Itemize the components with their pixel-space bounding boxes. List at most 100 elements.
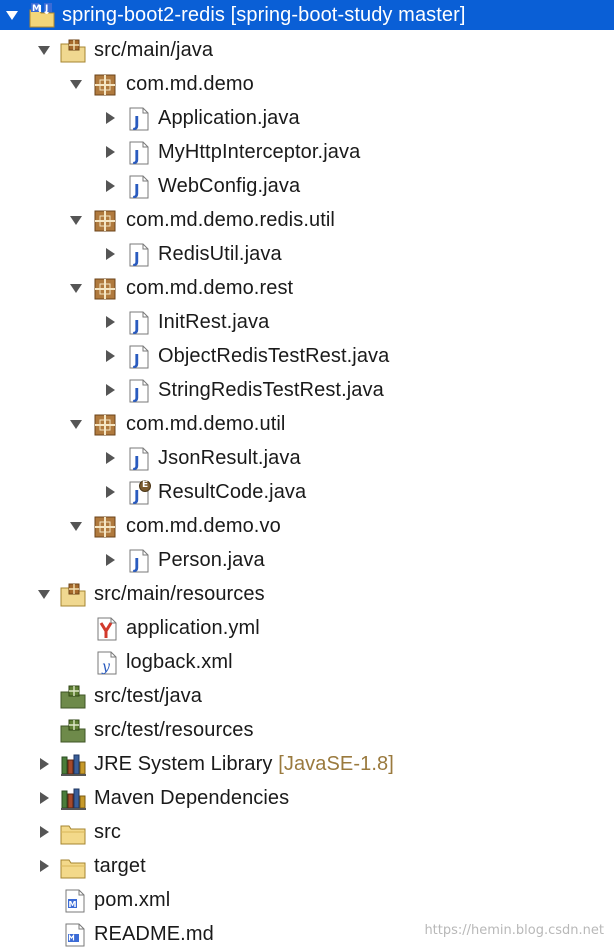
expanded-arrow-icon[interactable] xyxy=(68,212,84,228)
package-label: com.md.demo.rest xyxy=(126,277,294,299)
library-icon xyxy=(60,786,86,812)
file-label: MyHttpInterceptor.java xyxy=(158,141,361,163)
tree-row-package[interactable]: com.md.demo.rest xyxy=(0,271,614,305)
collapsed-arrow-icon[interactable] xyxy=(102,484,118,500)
svg-text:J: J xyxy=(133,487,140,505)
collapsed-arrow-icon[interactable] xyxy=(36,756,52,772)
svg-text:J: J xyxy=(133,147,140,165)
tree-row-readme-file[interactable]: README.md xyxy=(0,917,614,951)
svg-text:J: J xyxy=(133,385,140,403)
collapsed-arrow-icon[interactable] xyxy=(36,858,52,874)
tree-row-folder-target[interactable]: target xyxy=(0,849,614,883)
svg-text:J: J xyxy=(133,181,140,199)
enum-badge: E xyxy=(142,480,149,490)
collapsed-arrow-icon[interactable] xyxy=(102,348,118,364)
watermark-text: https://hemin.blog.csdn.net xyxy=(424,923,604,938)
test-source-folder-icon xyxy=(60,684,86,710)
java-file-icon: J xyxy=(126,344,152,370)
package-label: com.md.demo xyxy=(126,73,254,95)
jre-library-label: JRE System Library [JavaSE-1.8] xyxy=(94,751,394,777)
maven-dependencies-label: Maven Dependencies xyxy=(94,787,290,809)
src-test-resources-label: src/test/resources xyxy=(94,719,254,741)
tree-row-src-main-resources[interactable]: src/main/resources xyxy=(0,577,614,611)
file-label: InitRest.java xyxy=(158,311,270,333)
xml-file-icon: y xyxy=(94,650,120,676)
tree-row-maven-dependencies[interactable]: Maven Dependencies xyxy=(0,781,614,815)
tree-row-yaml-file[interactable]: application.yml xyxy=(0,611,614,645)
package-icon xyxy=(92,276,118,302)
package-icon xyxy=(92,514,118,540)
expanded-arrow-icon[interactable] xyxy=(68,76,84,92)
tree-row-src-main-java[interactable]: src/main/java xyxy=(0,33,614,67)
jre-version-decoration: [JavaSE-1.8] xyxy=(278,753,394,775)
package-icon xyxy=(92,208,118,234)
svg-text:J: J xyxy=(133,555,140,573)
tree-row-src-test-resources[interactable]: src/test/resources xyxy=(0,713,614,747)
tree-row-package[interactable]: com.md.demo.util xyxy=(0,407,614,441)
tree-row-java-file[interactable]: J Application.java xyxy=(0,101,614,135)
svg-text:J: J xyxy=(133,249,140,267)
expanded-arrow-icon[interactable] xyxy=(4,7,20,23)
collapsed-arrow-icon[interactable] xyxy=(102,144,118,160)
collapsed-arrow-icon[interactable] xyxy=(102,110,118,126)
file-label: JsonResult.java xyxy=(158,447,301,469)
svg-text:J: J xyxy=(44,4,48,14)
expanded-arrow-icon[interactable] xyxy=(36,586,52,602)
collapsed-arrow-icon[interactable] xyxy=(36,790,52,806)
package-icon xyxy=(92,72,118,98)
java-file-icon: J xyxy=(126,242,152,268)
package-label: com.md.demo.redis.util xyxy=(126,209,335,231)
source-folder-icon xyxy=(60,582,86,608)
tree-row-package[interactable]: com.md.demo.vo xyxy=(0,509,614,543)
collapsed-arrow-icon[interactable] xyxy=(102,450,118,466)
svg-text:y: y xyxy=(101,659,111,675)
package-label: com.md.demo.vo xyxy=(126,515,281,537)
tree-row-java-file[interactable]: J JsonResult.java xyxy=(0,441,614,475)
tree-row-xml-file[interactable]: y logback.xml xyxy=(0,645,614,679)
expanded-arrow-icon[interactable] xyxy=(68,280,84,296)
java-file-icon: J xyxy=(126,140,152,166)
svg-text:J: J xyxy=(133,351,140,369)
src-test-java-label: src/test/java xyxy=(94,685,202,707)
file-label: README.md xyxy=(94,923,214,945)
folder-icon xyxy=(60,820,86,846)
tree-row-pom-file[interactable]: M pom.xml xyxy=(0,883,614,917)
expanded-arrow-icon[interactable] xyxy=(68,518,84,534)
tree-row-folder-src[interactable]: src xyxy=(0,815,614,849)
folder-icon xyxy=(60,854,86,880)
tree-row-java-file[interactable]: J E ResultCode.java xyxy=(0,475,614,509)
file-label: ResultCode.java xyxy=(158,481,307,503)
collapsed-arrow-icon[interactable] xyxy=(102,552,118,568)
library-icon xyxy=(60,752,86,778)
java-enum-file-icon: J xyxy=(126,480,152,506)
expanded-arrow-icon[interactable] xyxy=(36,42,52,58)
jre-library-name: JRE System Library xyxy=(94,753,273,775)
java-file-icon: J xyxy=(126,446,152,472)
src-main-java-label: src/main/java xyxy=(94,39,214,61)
collapsed-arrow-icon[interactable] xyxy=(102,314,118,330)
tree-row-java-file[interactable]: J Person.java xyxy=(0,543,614,577)
expanded-arrow-icon[interactable] xyxy=(68,416,84,432)
tree-row-jre-library[interactable]: JRE System Library [JavaSE-1.8] xyxy=(0,747,614,781)
tree-row-java-file[interactable]: J MyHttpInterceptor.java xyxy=(0,135,614,169)
collapsed-arrow-icon[interactable] xyxy=(102,246,118,262)
tree-row-java-file[interactable]: J StringRedisTestRest.java xyxy=(0,373,614,407)
java-file-icon: J xyxy=(126,548,152,574)
tree-row-src-test-java[interactable]: src/test/java xyxy=(0,679,614,713)
file-label: ObjectRedisTestRest.java xyxy=(158,345,390,367)
src-main-resources-label: src/main/resources xyxy=(94,583,265,605)
file-label: StringRedisTestRest.java xyxy=(158,379,384,401)
collapsed-arrow-icon[interactable] xyxy=(102,382,118,398)
tree-row-java-file[interactable]: J WebConfig.java xyxy=(0,169,614,203)
tree-row-project[interactable]: M J M J spring-boot2-redis [spring-boot-… xyxy=(0,0,614,30)
collapsed-arrow-icon[interactable] xyxy=(36,824,52,840)
tree-row-java-file[interactable]: J RedisUtil.java xyxy=(0,237,614,271)
tree-row-java-file[interactable]: J ObjectRedisTestRest.java xyxy=(0,339,614,373)
folder-label: target xyxy=(94,855,146,877)
tree-row-package[interactable]: com.md.demo xyxy=(0,67,614,101)
tree-row-java-file[interactable]: J InitRest.java xyxy=(0,305,614,339)
folder-label: src xyxy=(94,821,121,843)
collapsed-arrow-icon[interactable] xyxy=(102,178,118,194)
tree-row-package[interactable]: com.md.demo.redis.util xyxy=(0,203,614,237)
